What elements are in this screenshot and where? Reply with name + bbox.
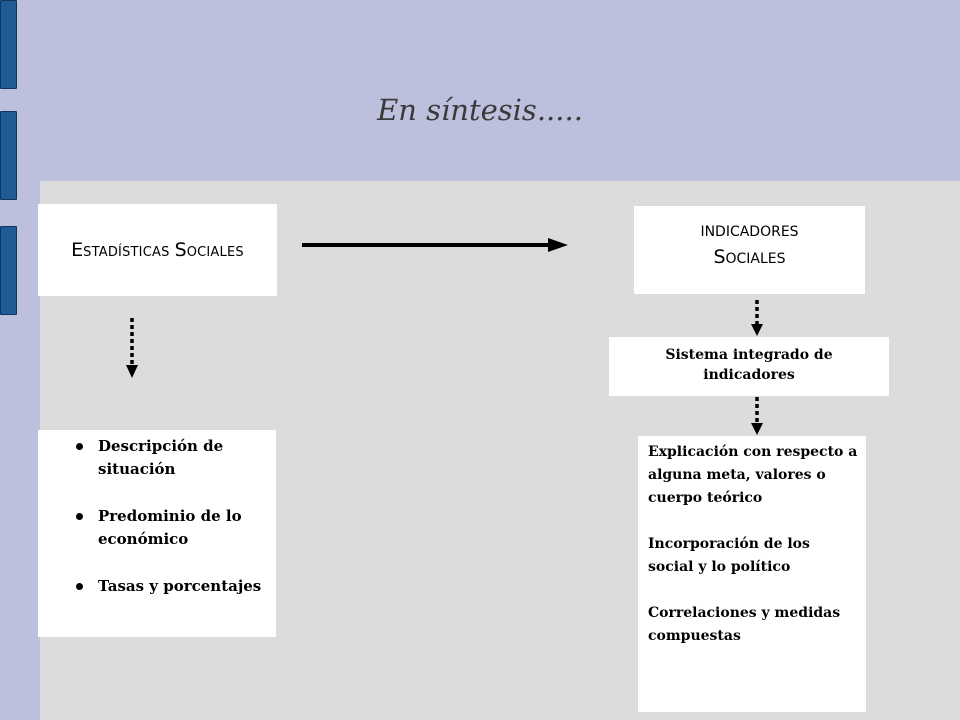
sistema-line-1: Sistema integrado de: [665, 347, 833, 363]
bullet-dot-icon: [76, 583, 83, 590]
list-item: Predominio de lo económico: [38, 505, 276, 551]
explanation-item: Explicación con respecto a alguna meta, …: [648, 444, 858, 506]
explanation-box: Explicación con respecto a alguna meta, …: [638, 436, 866, 712]
side-tab-1: [0, 0, 17, 89]
indicadores-label: INDICADORES: [700, 224, 799, 240]
dotted-arrow-right-1: [751, 300, 763, 336]
side-tab-3: [0, 226, 17, 315]
bullet-dot-icon: [76, 443, 83, 450]
sociales-label: SOCIALES: [713, 246, 786, 268]
sistema-line-2: indicadores: [703, 367, 795, 383]
side-tab-2: [0, 111, 17, 200]
list-item: Tasas y porcentajes: [38, 575, 276, 598]
page-title: En síntesis.....: [377, 93, 583, 127]
estadisticas-sociales-label: Estadísticas Sociales: [71, 239, 244, 261]
dotted-arrow-right-2: [751, 397, 763, 435]
estadisticas-sociales-box: Estadísticas Sociales: [38, 204, 277, 296]
description-list: Descripción de situación Predominio de l…: [38, 435, 276, 598]
description-list-box: Descripción de situación Predominio de l…: [38, 430, 276, 637]
bullet-dot-icon: [76, 513, 83, 520]
indicadores-sociales-box: INDICADORES SOCIALES: [634, 206, 865, 294]
dotted-arrow-left: [126, 318, 138, 378]
explanation-item: Correlaciones y medidas compuestas: [648, 605, 841, 644]
solid-arrow: [302, 238, 568, 252]
sistema-integrado-box: Sistema integrado de indicadores: [609, 337, 889, 396]
list-item: Descripción de situación: [38, 435, 276, 481]
explanation-item: Incorporación de los social y lo polític…: [648, 536, 810, 575]
